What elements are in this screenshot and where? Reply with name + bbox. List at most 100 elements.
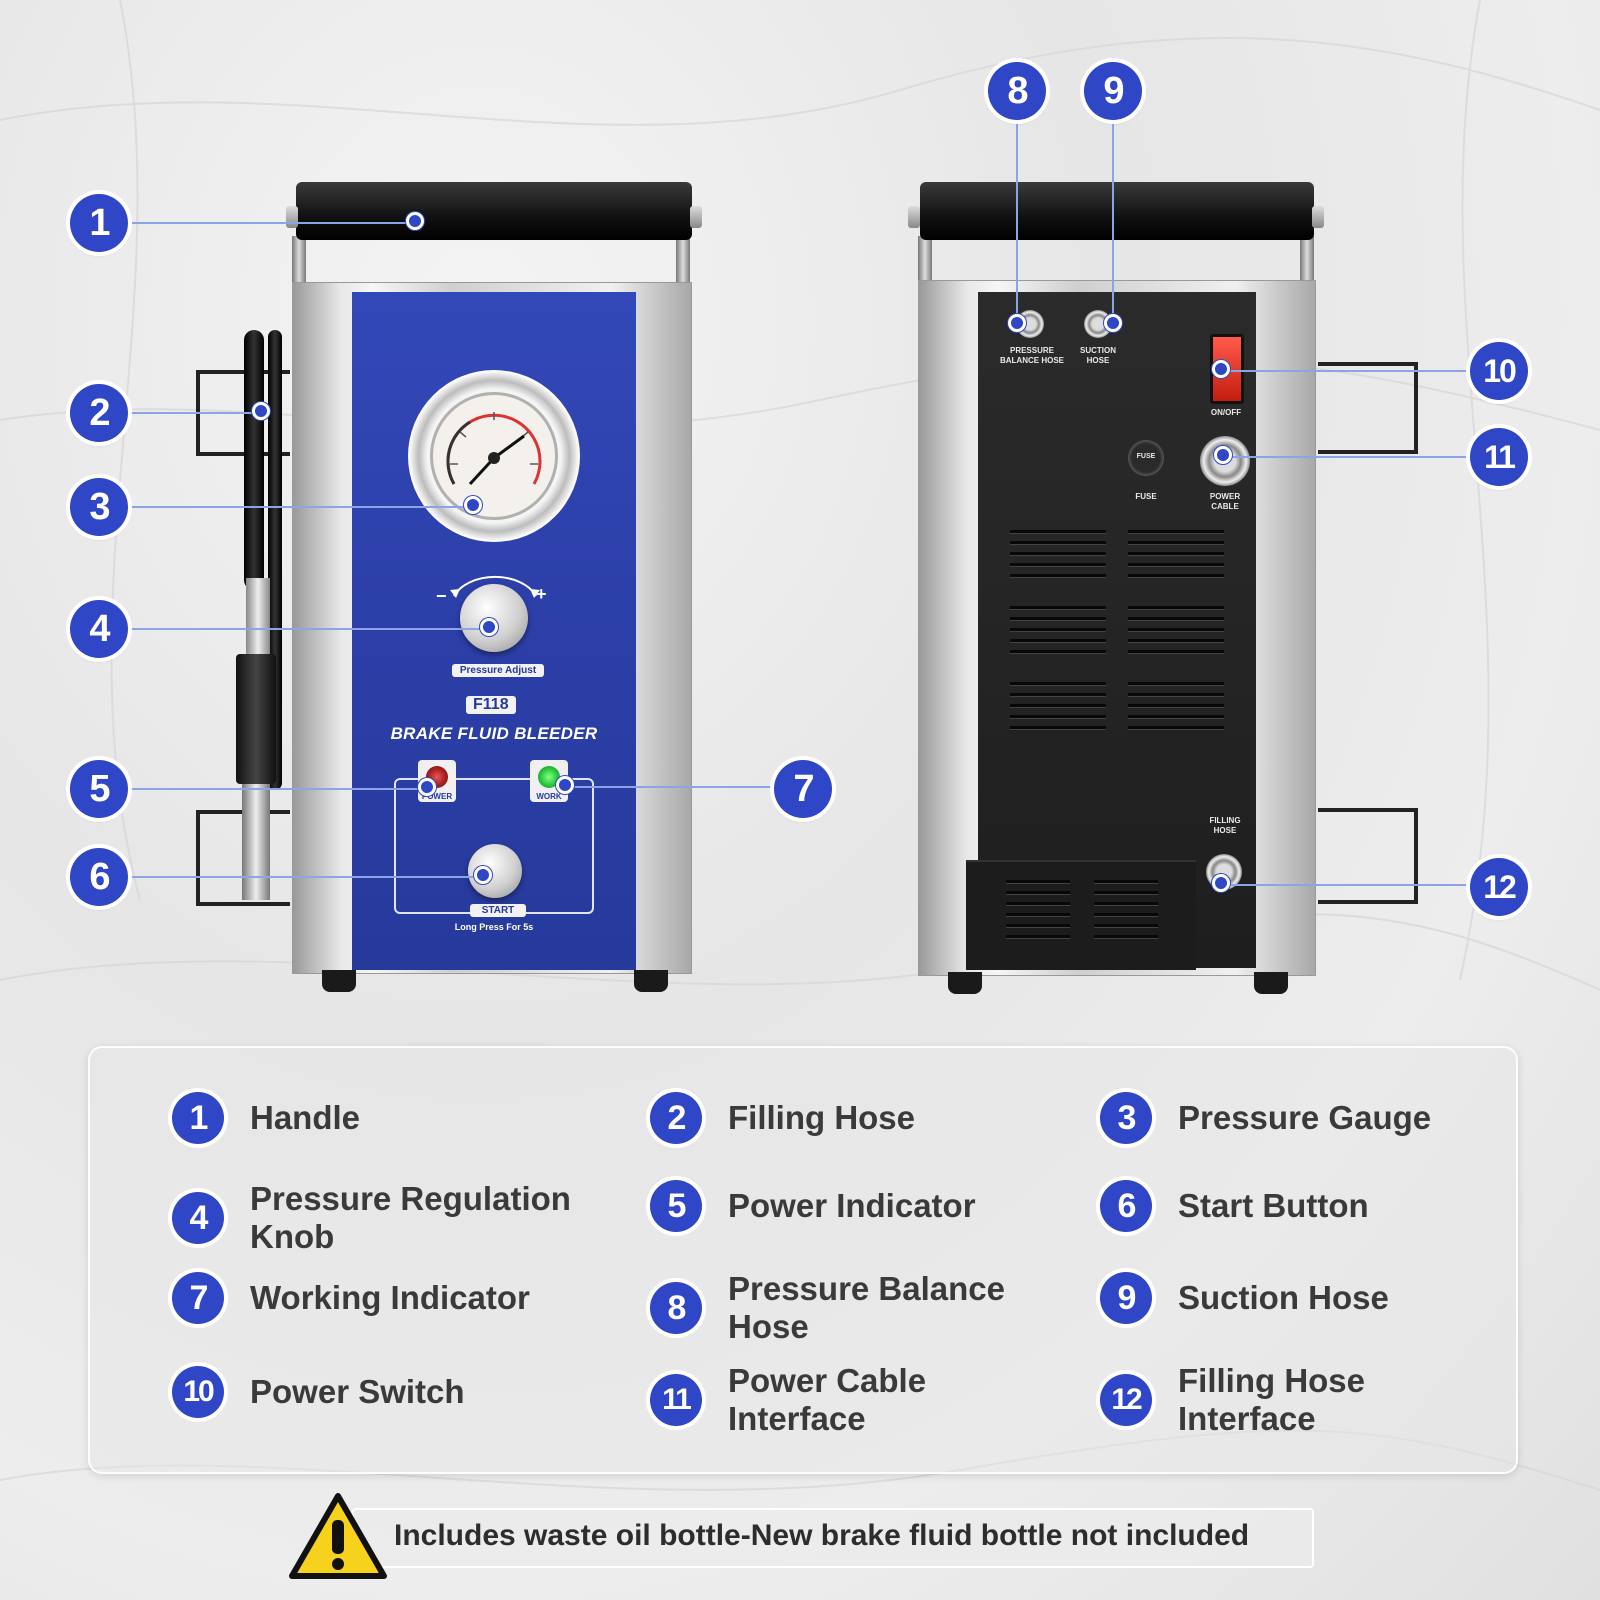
work-indicator-led xyxy=(538,766,560,788)
callout-badge-2: 2 xyxy=(70,384,128,442)
callout-line-3 xyxy=(130,506,474,508)
model-label: F118 xyxy=(466,696,516,714)
vent-slat xyxy=(1006,924,1070,927)
callout-line-5 xyxy=(130,788,430,790)
vent-slat xyxy=(1010,693,1106,696)
vent-slat xyxy=(1010,552,1106,555)
knob-arc-icon xyxy=(450,575,540,598)
legend-text: Power Cable Interface xyxy=(728,1362,927,1437)
front-foot-left xyxy=(322,970,356,992)
callout-line-6 xyxy=(130,876,486,878)
legend-number: 6 xyxy=(1100,1180,1152,1232)
callout-line-12 xyxy=(1230,884,1472,886)
legend-number: 9 xyxy=(1100,1272,1152,1324)
vent-slat xyxy=(1006,935,1070,938)
callout-dot-10 xyxy=(1212,360,1230,378)
vent-slat xyxy=(1128,563,1224,566)
back-foot-left xyxy=(948,972,982,994)
legend-text: Suction Hose xyxy=(1178,1279,1389,1316)
pressure-regulation-knob[interactable] xyxy=(460,584,528,652)
legend-item: 11 Power Cable Interface xyxy=(650,1362,1050,1438)
callout-dot-12 xyxy=(1212,874,1230,892)
legend-panel xyxy=(88,1046,1518,1474)
legend-number: 3 xyxy=(1100,1092,1152,1144)
gauge-dial-icon xyxy=(446,412,542,486)
vent-slat xyxy=(1094,913,1158,916)
vent-slat xyxy=(1094,902,1158,905)
callout-badge-10: 10 xyxy=(1470,342,1528,400)
vent-slat xyxy=(1128,606,1224,609)
legend-item: 12 Filling Hose Interface xyxy=(1100,1362,1500,1438)
legend-item: 6 Start Button xyxy=(1100,1180,1500,1232)
filling-hose xyxy=(244,330,264,590)
vent-slat xyxy=(1128,530,1224,533)
callout-line-2 xyxy=(130,412,264,414)
vent-slat xyxy=(1010,541,1106,544)
knob-plus-label: + xyxy=(536,584,547,604)
vent-slat xyxy=(1128,682,1224,685)
vent-slat xyxy=(1006,902,1070,905)
callout-line-4 xyxy=(130,628,492,630)
vent-slat xyxy=(1010,726,1106,729)
hose-coupler xyxy=(236,654,276,784)
vent-slat xyxy=(1006,880,1070,883)
legend-item: 8 Pressure Balance Hose xyxy=(650,1270,1050,1346)
legend-item: 2 Filling Hose xyxy=(650,1092,1050,1144)
legend-text: Handle xyxy=(250,1099,361,1136)
warning-bar xyxy=(352,1508,1314,1568)
vent-slat xyxy=(1010,650,1106,653)
legend-item: 9 Suction Hose xyxy=(1100,1272,1500,1324)
vent-slat xyxy=(1128,639,1224,642)
vent-slat xyxy=(1128,693,1224,696)
warning-triangle-icon xyxy=(289,1493,387,1579)
vent-slat xyxy=(1010,715,1106,718)
legend-number: 12 xyxy=(1100,1374,1152,1426)
vent-slat xyxy=(1010,563,1106,566)
callout-badge-6: 6 xyxy=(70,848,128,906)
vent-slat xyxy=(1010,639,1106,642)
pressure-adjust-label: Pressure Adjust xyxy=(452,664,544,677)
callout-badge-7: 7 xyxy=(774,760,832,818)
callout-badge-4: 4 xyxy=(70,600,128,658)
pressure-balance-label: PRESSURE BALANCE HOSE xyxy=(999,346,1064,365)
legend-text: Start Button xyxy=(1178,1187,1369,1224)
vent-slat xyxy=(1128,617,1224,620)
suction-label: SUCTION HOSE xyxy=(1080,346,1116,365)
legend-number: 1 xyxy=(172,1092,224,1144)
legend-text: Working Indicator xyxy=(250,1279,530,1316)
legend-item: 1 Handle xyxy=(172,1092,592,1144)
handle-cap-left xyxy=(286,206,298,228)
legend-item: 3 Pressure Gauge xyxy=(1100,1092,1500,1144)
callout-badge-11: 11 xyxy=(1470,428,1528,486)
vent-slat xyxy=(1006,891,1070,894)
knob-minus-label: − xyxy=(436,586,447,606)
vent-slat xyxy=(1128,552,1224,555)
callout-dot-6 xyxy=(474,866,492,884)
back-foot-right xyxy=(1254,972,1288,994)
back-handle-post-left xyxy=(918,236,932,286)
callout-dot-3 xyxy=(464,496,482,514)
vent-slat xyxy=(1128,574,1224,577)
front-handle xyxy=(296,182,692,240)
power-indicator-label: POWER xyxy=(421,792,453,801)
callout-badge-8: 8 xyxy=(988,62,1046,120)
legend-item: 4 Pressure Regulation Knob xyxy=(172,1180,592,1256)
fuse-holder[interactable] xyxy=(1128,440,1164,476)
filling-hose-port-label: FILLING HOSE xyxy=(1209,816,1241,835)
front-foot-right xyxy=(634,970,668,992)
vent-slat xyxy=(1010,682,1106,685)
callout-line-7 xyxy=(566,786,778,788)
on-off-label: ON/OFF xyxy=(1210,408,1242,417)
legend-number: 11 xyxy=(650,1374,702,1426)
hose-end-fitting xyxy=(242,784,270,900)
legend-text: Filling Hose xyxy=(728,1099,916,1136)
legend-number: 5 xyxy=(650,1180,702,1232)
handle-post-right xyxy=(676,236,690,286)
handle-cap-right xyxy=(690,206,702,228)
vent-slat xyxy=(1128,541,1224,544)
back-handle xyxy=(920,182,1314,240)
vent-slat xyxy=(1094,891,1158,894)
work-indicator-label: WORK xyxy=(536,792,562,801)
callout-badge-3: 3 xyxy=(70,478,128,536)
product-name: BRAKE FLUID BLEEDER xyxy=(390,724,598,743)
